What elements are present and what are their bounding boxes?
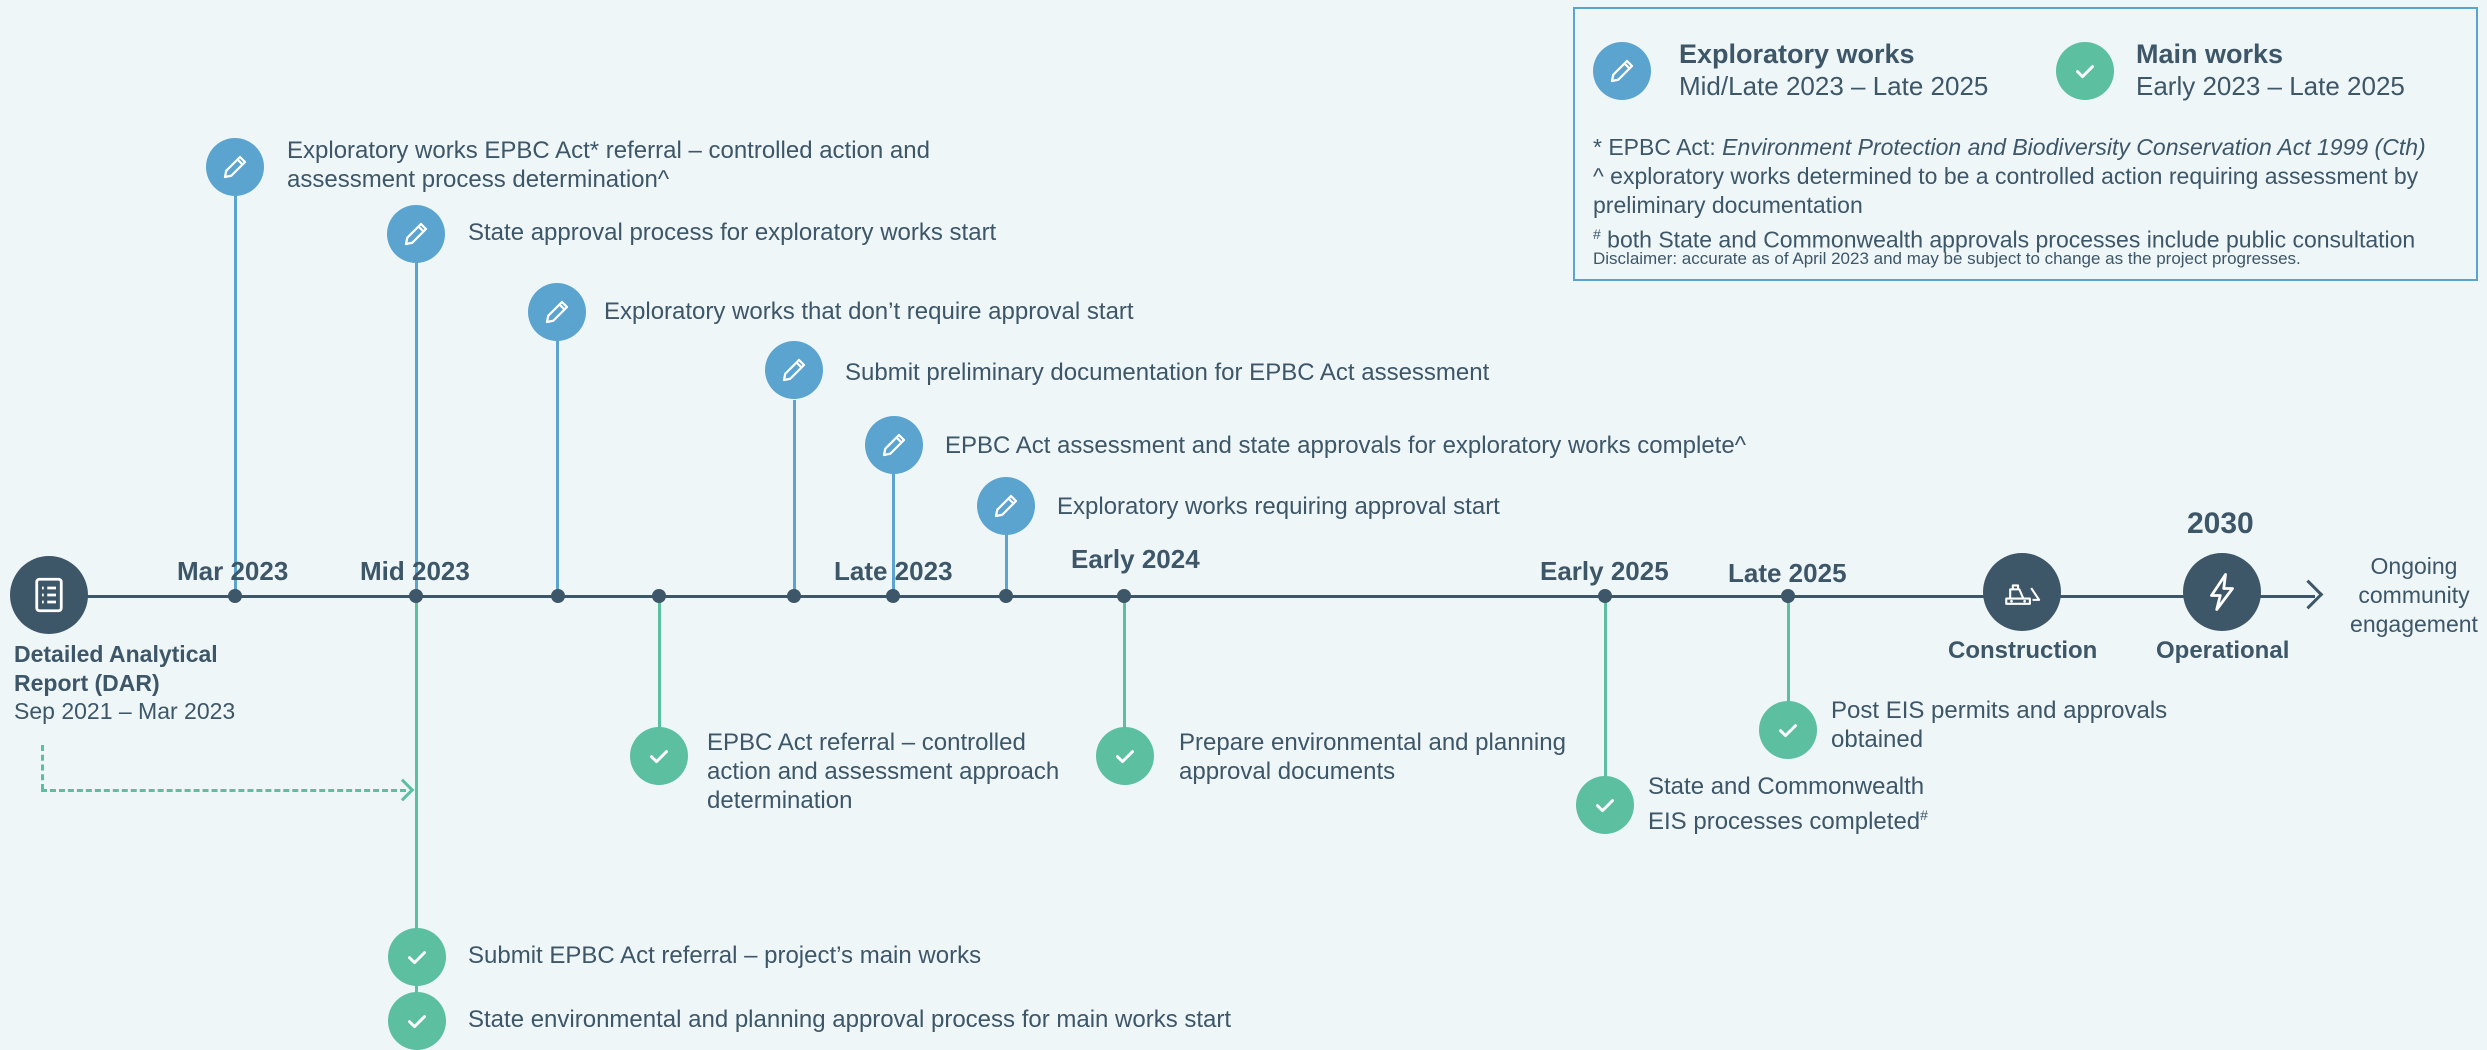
date-label-2030: 2030 [2187,507,2254,540]
legend-exploratory-title: Exploratory works [1679,39,1915,69]
date-label-late-2023: Late 2023 [834,556,953,586]
main-event: Post EIS permits and approvals obtained [1831,697,2168,753]
stem [556,340,559,595]
timeline-dot [1598,589,1612,603]
timeline-dot [409,589,423,603]
timeline-arrow-icon [2293,579,2324,610]
stem [415,597,418,1017]
bulldozer-icon [1983,553,2061,631]
timeline-axis [60,595,2315,598]
dar-range: Sep 2021 – Mar 2023 [14,698,236,724]
dar-title: Detailed Analytical Report (DAR) [14,641,218,696]
stem [1787,597,1790,707]
date-label-mar-2023: Mar 2023 [177,556,289,586]
main-event: State and Commonwealth EIS processes com… [1648,773,1928,835]
timeline-dot [999,589,1013,603]
exploratory-event: EPBC Act assessment and state approvals … [945,432,1746,459]
lightning-bolt-icon [2183,553,2261,631]
pencil-icon [528,283,586,341]
exploratory-event: Exploratory works requiring approval sta… [1057,493,1500,520]
stem [1123,597,1126,739]
date-label-early-2024: Early 2024 [1071,544,1200,574]
stem [415,262,418,595]
timeline-dot [652,589,666,603]
timeline-dot [551,589,565,603]
check-icon [2056,42,2114,100]
timeline-dot [228,589,242,603]
check-icon [1759,701,1817,759]
dar-connector [41,745,44,790]
pencil-icon [865,416,923,474]
milestone-construction: Construction [1948,637,2098,664]
milestone-operational: Operational [2156,637,2290,664]
stem [234,195,237,595]
main-event: EPBC Act referral – controlled action an… [707,729,1060,814]
stem [1005,533,1008,595]
dar-arrow-icon [391,778,415,802]
legend-box: Exploratory works Mid/Late 2023 – Late 2… [1573,7,2478,281]
check-icon [1096,727,1154,785]
check-icon [388,928,446,986]
check-icon [630,727,688,785]
check-icon [388,992,446,1050]
legend-note-caret: ^ exploratory works determined to be a c… [1593,163,2419,218]
pencil-icon [977,477,1035,535]
main-event: Prepare environmental and planning appro… [1179,729,1566,785]
pencil-icon [1593,42,1651,100]
date-label-early-2025: Early 2025 [1540,556,1669,586]
legend-disclaimer: Disclaimer: accurate as of April 2023 an… [1593,249,2301,268]
timeline-dot [1781,589,1795,603]
timeline-dot [886,589,900,603]
legend-main-range: Early 2023 – Late 2025 [2136,71,2405,101]
stem [1604,597,1607,787]
main-event: State environmental and planning approva… [468,1006,1232,1033]
pencil-icon [206,138,264,196]
stem [793,400,796,595]
timeline-dot [1117,589,1131,603]
main-event: Submit EPBC Act referral – project’s mai… [468,942,982,969]
stem [892,472,895,595]
stem [658,597,661,739]
pencil-icon [765,341,823,399]
legend-note-hash: # both State and Commonwealth approvals … [1593,226,2416,253]
exploratory-event: State approval process for exploratory w… [468,219,997,246]
date-label-mid-2023: Mid 2023 [360,556,470,586]
date-label-late-2025: Late 2025 [1728,558,1847,588]
check-icon [1576,776,1634,834]
legend-note-epbc: * EPBC Act: Environment Protection and B… [1593,134,2426,160]
exploratory-event: Submit preliminary documentation for EPB… [845,359,1490,386]
legend-exploratory-range: Mid/Late 2023 – Late 2025 [1679,71,1989,101]
milestone-ongoing: Ongoing community engagement [2350,553,2478,637]
pencil-icon [387,205,445,263]
dar-connector [41,789,406,792]
legend-main-title: Main works [2136,39,2284,69]
document-list-icon [10,556,88,634]
timeline-dot [787,589,801,603]
exploratory-event: Exploratory works EPBC Act* referral – c… [287,137,930,193]
exploratory-event: Exploratory works that don’t require app… [604,298,1134,325]
